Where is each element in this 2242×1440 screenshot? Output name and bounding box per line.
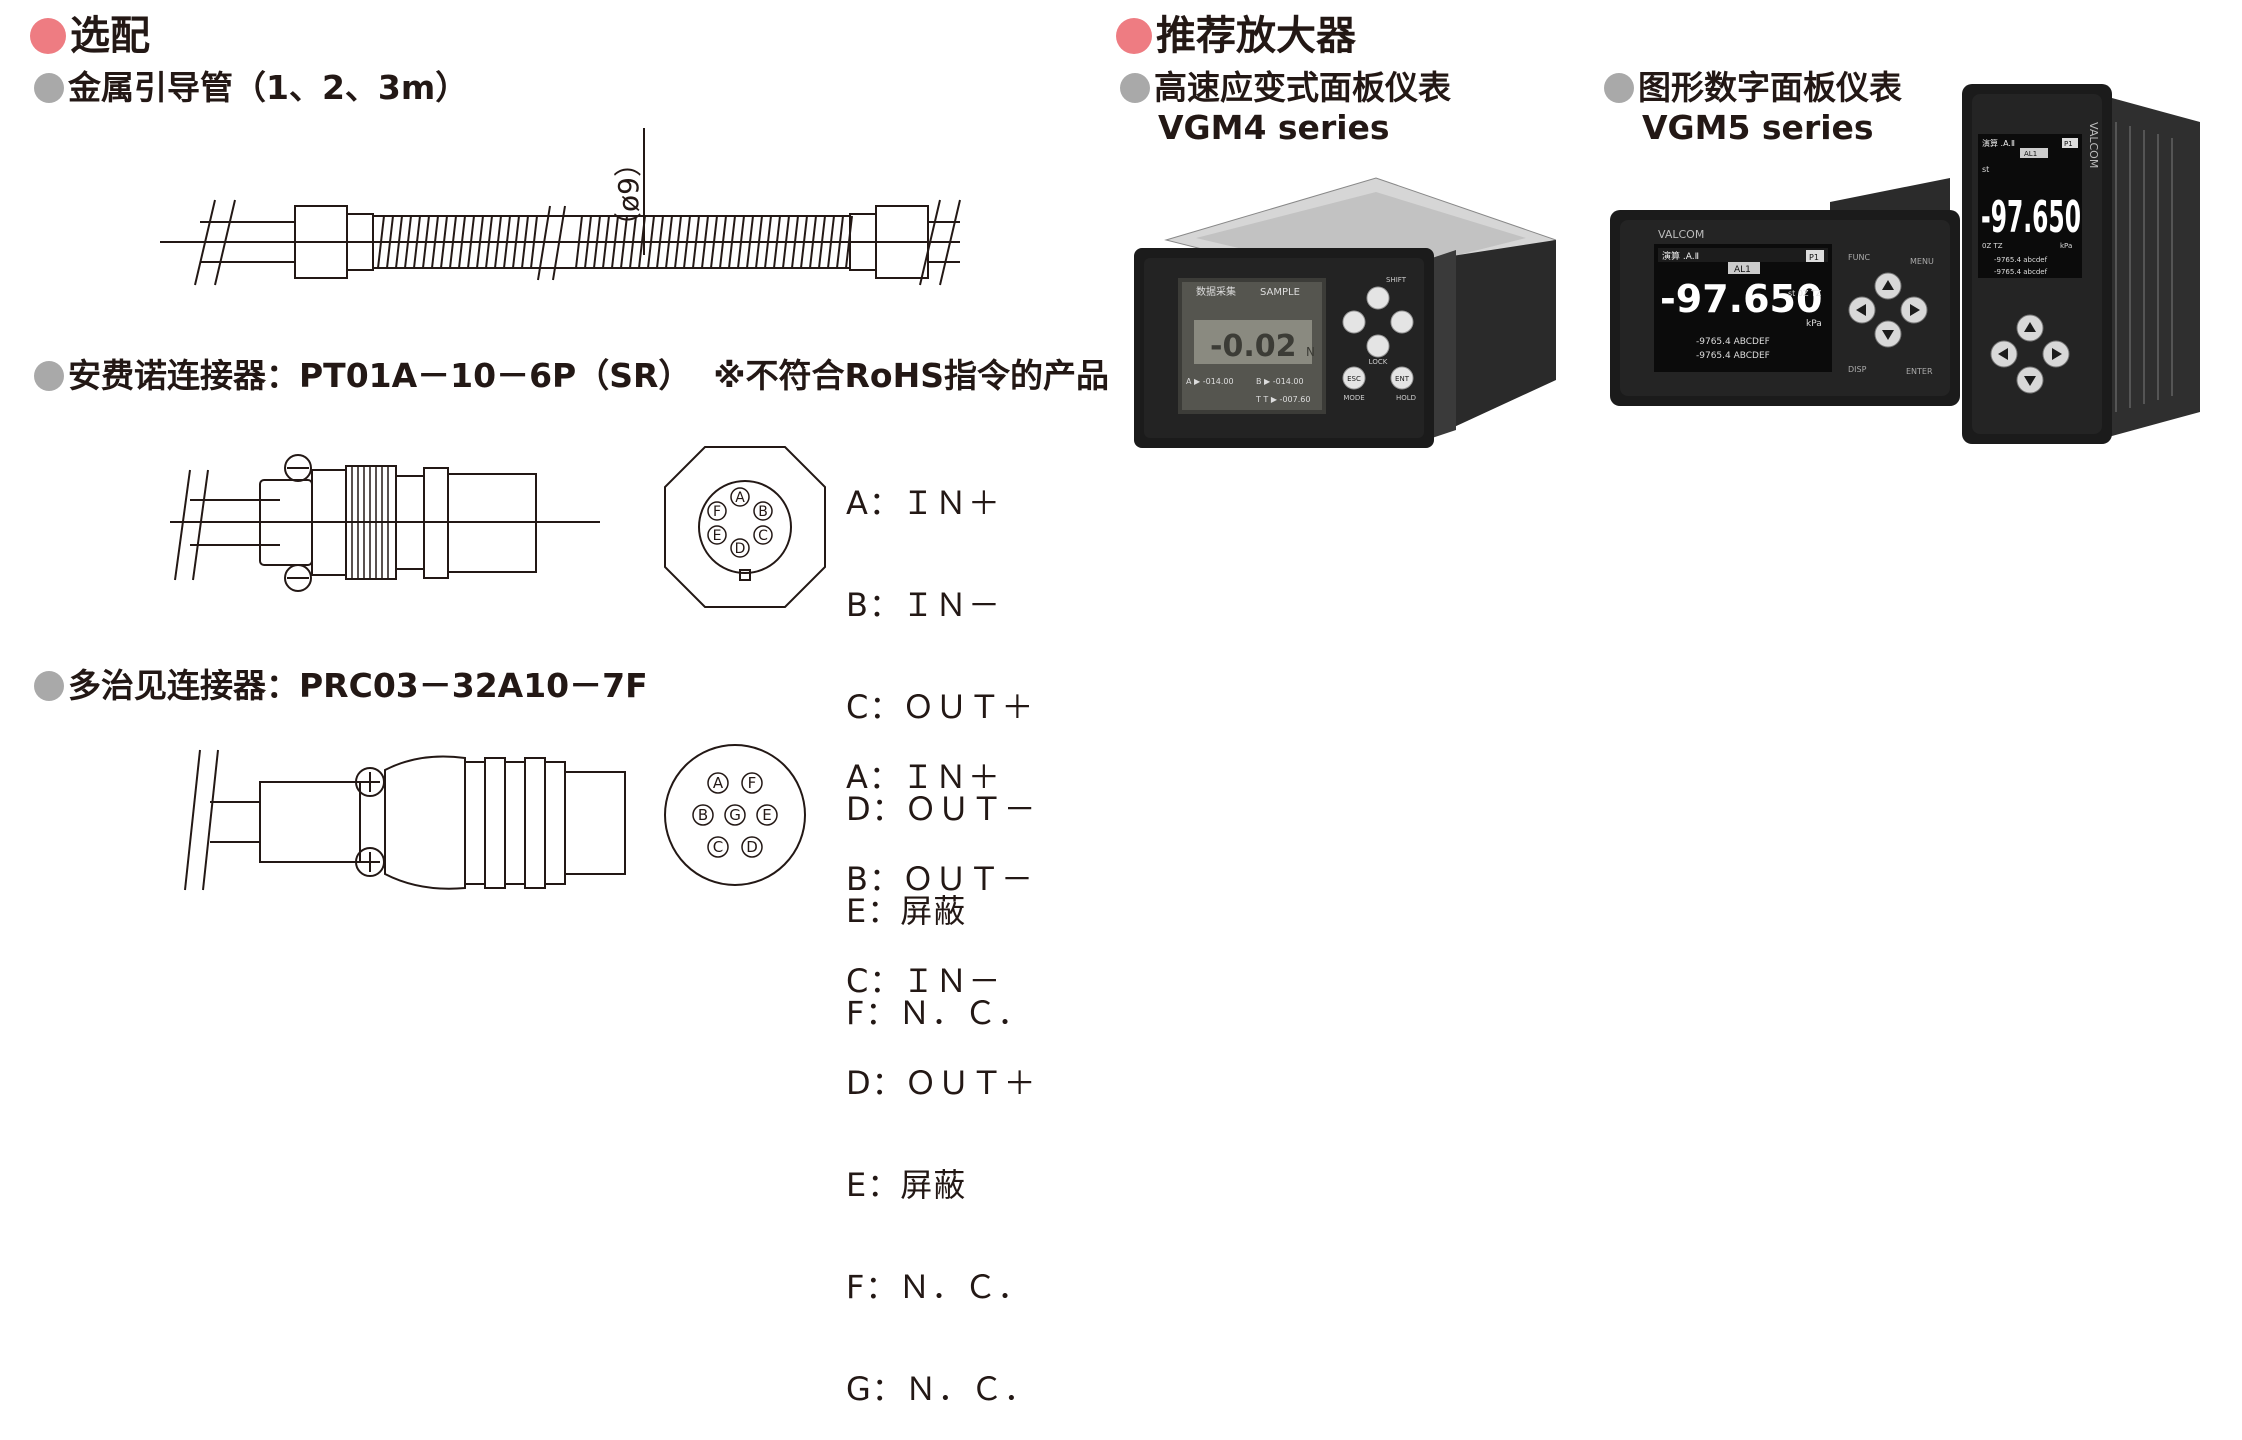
vgm5-front-row1: -9765.4 ABCDEF: [1696, 337, 1770, 347]
pin-assignment: F：Ｎ．Ｃ．: [846, 1268, 1031, 1306]
vgm5-key-menu: MENU: [1910, 257, 1934, 266]
pin-f: F: [713, 504, 721, 520]
tajimi-pin-face: A B C D E F G: [664, 744, 806, 886]
pin-assignment: D：ＯＵＴ＋: [846, 1064, 1037, 1102]
vgm4-row2: B ▶ -014.00: [1256, 377, 1304, 386]
vgm5-key-func: FUNC: [1848, 253, 1870, 262]
pin-g: G: [729, 806, 741, 824]
bullet-dot-icon: [1120, 73, 1150, 103]
vgm5-key-enter: ENTER: [1906, 367, 1933, 376]
tajimi-label: 多治见连接器：PRC03－32A10－7F: [68, 666, 648, 705]
options-heading: 选配: [30, 14, 150, 58]
amphenol-heading: 安费诺连接器：PT01A－10－6P（SR） ※不符合RoHS指令的产品: [34, 356, 1109, 396]
vgm4-key-shift: SHIFT: [1386, 276, 1407, 284]
pin-assignment: B：ＩＮ－: [846, 586, 1001, 624]
pin-assignment: E：屏蔽: [846, 1166, 967, 1204]
options-title: 选配: [70, 13, 150, 59]
metal-tube-label: 金属引导管（1、2、3m）: [68, 68, 469, 107]
vgm4-tag-text: SAMPLE: [1260, 287, 1300, 298]
pin-assignment: B：ＯＵＴ－: [846, 860, 1034, 898]
tajimi-heading: 多治见连接器：PRC03－32A10－7F: [34, 666, 648, 706]
vgm5-front-p: P1: [1809, 253, 1819, 262]
vgm4-heading: 高速应变式面板仪表 VGM4 series: [1120, 68, 1451, 148]
vgm4-device-image: 数据采集 SAMPLE -0.02 N A ▶ -014.00 B ▶ -014…: [1134, 177, 1556, 448]
vgm5-side-p: P1: [2064, 140, 2073, 148]
pin-f: F: [748, 774, 757, 792]
pin-d: D: [746, 838, 758, 856]
amphenol-pin-list: A：ＩＮ＋ B：ＩＮ－ C：ＯＵＴ＋ D：ＯＵＴ－ E：屏蔽 F：Ｎ．Ｃ．: [846, 418, 1037, 1064]
vgm5-front-side: st 0Z TZ: [1788, 289, 1822, 298]
vgm4-mode-text: 数据采集: [1196, 285, 1236, 298]
vgm4-key-mode: MODE: [1343, 394, 1364, 402]
vgm5-side-st: st: [1982, 165, 1989, 174]
vgm5-side-row2: -9765.4 abcdef: [1994, 268, 2048, 276]
vgm5-side-tag: 演算 .A.Ⅱ: [1982, 138, 2015, 148]
vgm5-side-value: -97.650: [1981, 192, 2081, 243]
vgm4-key-ent: ENT: [1395, 375, 1410, 383]
vgm5-side-row1: -9765.4 abcdef: [1994, 256, 2048, 264]
vgm5-device-image: VALCOM 演算 .A.Ⅱ AL1 P1 -97.650 st 0Z TZ k…: [1610, 84, 2200, 444]
bullet-dot-icon: [34, 361, 64, 391]
pin-c: C: [758, 528, 768, 544]
vgm4-series: VGM4 series: [1158, 108, 1390, 147]
pin-assignment: C：ＯＵＴ＋: [846, 688, 1035, 726]
metal-tube-heading: 金属引导管（1、2、3m）: [34, 68, 468, 108]
vgm5-name: 图形数字面板仪表: [1638, 68, 1902, 107]
vgm4-key-lock: LOCK: [1369, 358, 1388, 366]
vgm5-front-al: AL1: [1734, 265, 1751, 275]
rohs-note: ※不符合RoHS指令的产品: [713, 356, 1109, 395]
vgm5-side-al: AL1: [2024, 150, 2037, 158]
pin-a: A: [735, 490, 745, 506]
pin-e: E: [762, 806, 771, 824]
vgm5-front-tag: 演算 .A.Ⅱ: [1662, 250, 1699, 262]
vgm5-heading: 图形数字面板仪表 VGM5 series: [1604, 68, 1902, 148]
pin-d: D: [735, 541, 746, 557]
vgm5-series: VGM5 series: [1642, 108, 1874, 147]
pin-b: B: [758, 504, 768, 520]
pin-assignment: G：Ｎ．Ｃ．: [846, 1370, 1037, 1408]
metal-tube-drawing: （ø9）: [160, 128, 961, 286]
vgm4-row1: A ▶ -014.00: [1186, 377, 1234, 386]
tube-diameter-label: （ø9）: [612, 149, 645, 240]
pin-assignment: D：ＯＵＴ－: [846, 790, 1037, 828]
vgm5-key-disp: DISP: [1848, 365, 1867, 374]
vgm4-name: 高速应变式面板仪表: [1154, 68, 1451, 107]
vgm4-unit-text: N: [1306, 345, 1315, 359]
pin-a: A: [713, 774, 724, 792]
vgm5-front-unit: kPa: [1806, 319, 1822, 329]
pin-assignment: A：ＩＮ＋: [846, 758, 1001, 796]
pin-assignment: C：ＩＮ－: [846, 962, 1002, 1000]
vgm5-side-side: 0Z TZ: [1982, 242, 2003, 250]
vgm5-brand-side: VALCOM: [2087, 122, 2100, 168]
pin-b: B: [698, 806, 708, 824]
amphenol-connector-drawing: [170, 454, 600, 592]
pin-e: E: [713, 528, 722, 544]
bullet-dot-icon: [1604, 73, 1634, 103]
vgm4-key-hold: HOLD: [1396, 394, 1416, 402]
vgm5-front-row2: -9765.4 ABCDEF: [1696, 351, 1770, 361]
amphenol-label: 安费诺连接器：PT01A－10－6P（SR）: [68, 356, 692, 395]
amphenol-pin-face: A B C D E F: [664, 446, 826, 608]
tajimi-connector-drawing: [184, 749, 626, 891]
vgm5-brand-front: VALCOM: [1658, 228, 1704, 241]
pin-assignment: A：ＩＮ＋: [846, 484, 1001, 522]
amplifiers-heading: 推荐放大器: [1116, 14, 1356, 58]
pin-assignment: E：屏蔽: [846, 892, 967, 930]
bullet-dot-icon: [34, 73, 64, 103]
accent-dot-icon: [1116, 18, 1152, 54]
bullet-dot-icon: [34, 671, 64, 701]
vgm4-row3: T T ▶ -007.60: [1255, 395, 1310, 404]
amplifiers-title: 推荐放大器: [1156, 13, 1356, 59]
vgm5-side-unit: kPa: [2060, 242, 2072, 250]
pin-c: C: [713, 838, 723, 856]
accent-dot-icon: [30, 18, 66, 54]
vgm4-key-esc: ESC: [1347, 375, 1361, 383]
vgm5-front-value: -97.650: [1660, 277, 1822, 321]
vgm4-value-text: -0.02: [1210, 329, 1296, 364]
tajimi-pin-list: A：ＩＮ＋ B：ＯＵＴ－ C：ＩＮ－ D：ＯＵＴ＋ E：屏蔽 F：Ｎ．Ｃ． G：…: [846, 692, 1037, 1440]
